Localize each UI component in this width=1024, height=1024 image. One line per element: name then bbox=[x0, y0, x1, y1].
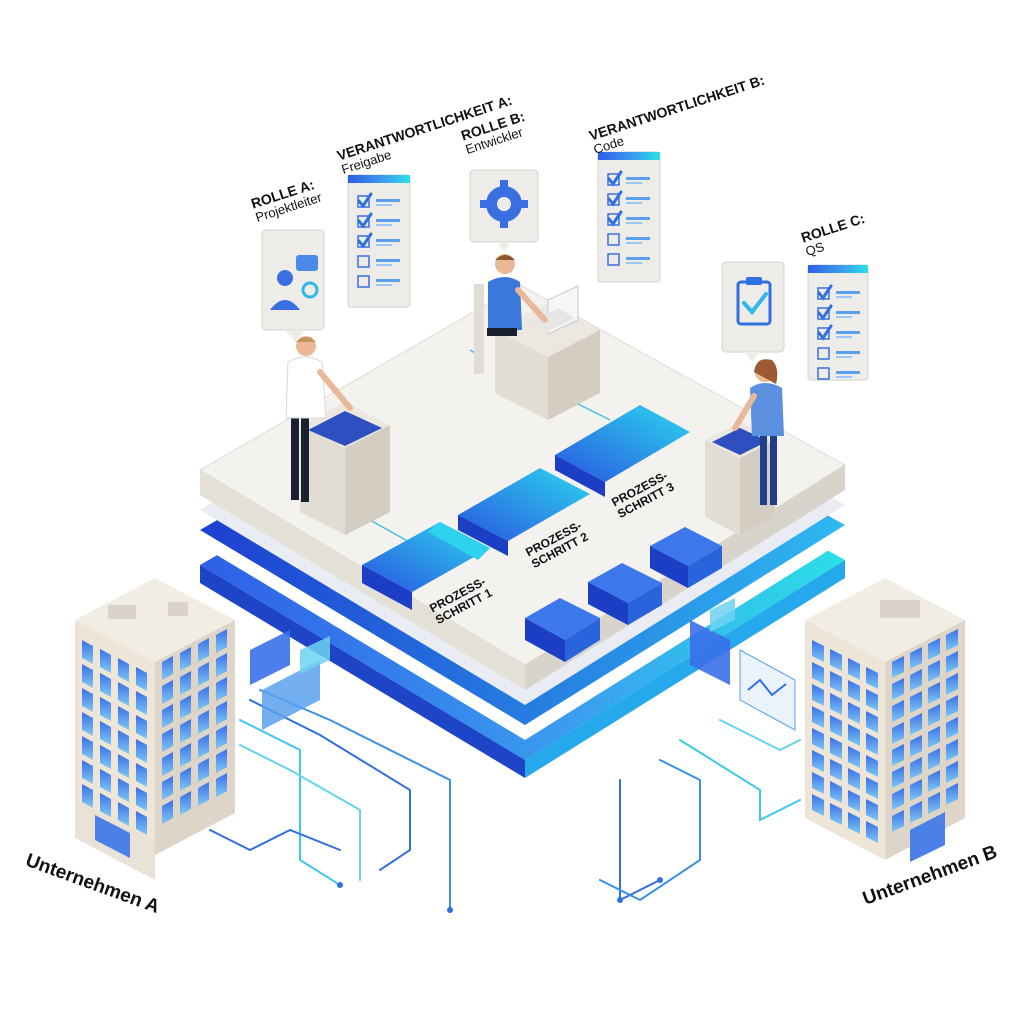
card-rolle-a bbox=[261, 229, 325, 342]
card-clipboard bbox=[721, 261, 785, 362]
process-blocks bbox=[525, 527, 722, 662]
card-verantwortlichkeit-b bbox=[597, 151, 661, 283]
gear-icon bbox=[480, 180, 528, 228]
checklist-icon bbox=[357, 192, 400, 288]
person-entwickler bbox=[474, 254, 548, 374]
person-projektleiter bbox=[285, 336, 353, 502]
data-panels-right bbox=[690, 598, 796, 731]
data-panels-left bbox=[250, 630, 330, 730]
card-rolle-c bbox=[807, 264, 869, 381]
process-arrow-2 bbox=[458, 468, 590, 556]
clipboard-check-icon bbox=[736, 277, 772, 326]
building-unternehmen-a bbox=[75, 578, 235, 880]
desk-projektleiter bbox=[300, 402, 390, 535]
checklist-icon bbox=[607, 170, 650, 266]
process-arrow-1 bbox=[362, 522, 490, 610]
desk-entwickler bbox=[495, 285, 600, 420]
person-qs bbox=[732, 359, 784, 505]
user-gear-icon bbox=[270, 255, 319, 310]
card-verantwortlichkeit-a bbox=[347, 174, 411, 308]
process-arrow-3 bbox=[555, 405, 690, 497]
building-unternehmen-b bbox=[805, 578, 965, 862]
card-rolle-b bbox=[469, 169, 539, 252]
checklist-icon bbox=[817, 284, 860, 380]
